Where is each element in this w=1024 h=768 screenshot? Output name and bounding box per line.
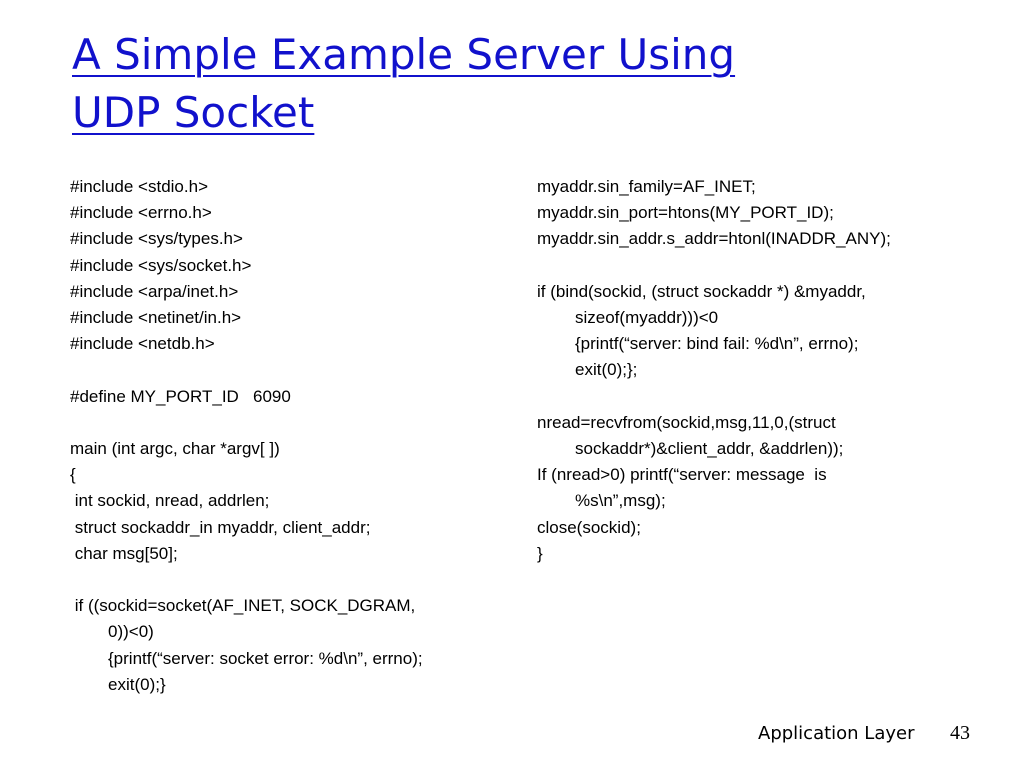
page-number: 43 [950,722,970,744]
code-line-continuation: exit(0);} [108,674,166,694]
left-code-column: #include <stdio.h> #include <errno.h> #i… [70,174,490,698]
code-line: if ((sockid=socket(AF_INET, SOCK_DGRAM, [70,596,416,616]
code-line: #include <stdio.h> [70,177,208,196]
slide-title: A Simple Example Server Using UDP Socket [72,26,972,142]
code-line-continuation: sockaddr*)&client_addr, &addrlen)); [575,439,844,458]
footer-label: Application Layer [758,723,915,744]
code-line-continuation: 0))<0) [108,622,154,642]
code-line: main (int argc, char *argv[ ]) [70,439,280,458]
code-line: #include <sys/socket.h> [70,255,252,275]
code-line: If (nread>0) printf(“server: message is [537,465,827,485]
title-line-1: A Simple Example Server Using [72,30,736,79]
right-code-column: myaddr.sin_family=AF_INET; myaddr.sin_po… [537,174,977,567]
code-line: { [70,465,76,485]
code-line: if (bind(sockid, (struct sockaddr *) &my… [537,281,866,301]
code-line-continuation: %s\n”,msg); [575,491,666,511]
code-line: } [537,543,543,563]
code-line-continuation: exit(0);}; [575,360,638,380]
code-line: int sockid, nread, addrlen; [70,491,270,511]
blank-line [70,410,490,436]
code-line: #include <arpa/inet.h> [70,281,239,301]
code-line: myaddr.sin_family=AF_INET; [537,177,756,196]
code-line: myaddr.sin_port=htons(MY_PORT_ID); [537,203,834,223]
code-line-continuation: {printf(“server: socket error: %d\n”, er… [108,648,423,668]
code-line: nread=recvfrom(sockid,msg,11,0,(struct [537,412,836,432]
blank-line [70,357,490,383]
code-line: close(sockid); [537,517,641,537]
blank-line [537,384,977,410]
code-line: char msg[50]; [70,543,178,563]
code-line: #include <sys/types.h> [70,229,243,249]
code-line: #include <netinet/in.h> [70,308,242,328]
code-line: myaddr.sin_addr.s_addr=htonl(INADDR_ANY)… [537,229,891,249]
code-line-continuation: {printf(“server: bind fail: %d\n”, errno… [575,334,859,354]
code-line-continuation: sizeof(myaddr)))<0 [575,308,719,327]
title-line-2: UDP Socket [72,88,315,137]
code-line: #define MY_PORT_ID 6090 [70,386,291,406]
code-line: #include <netdb.h> [70,334,215,354]
blank-line [70,567,490,593]
blank-line [537,253,977,279]
code-line: struct sockaddr_in myaddr, client_addr; [70,517,371,537]
code-line: #include <errno.h> [70,203,212,223]
